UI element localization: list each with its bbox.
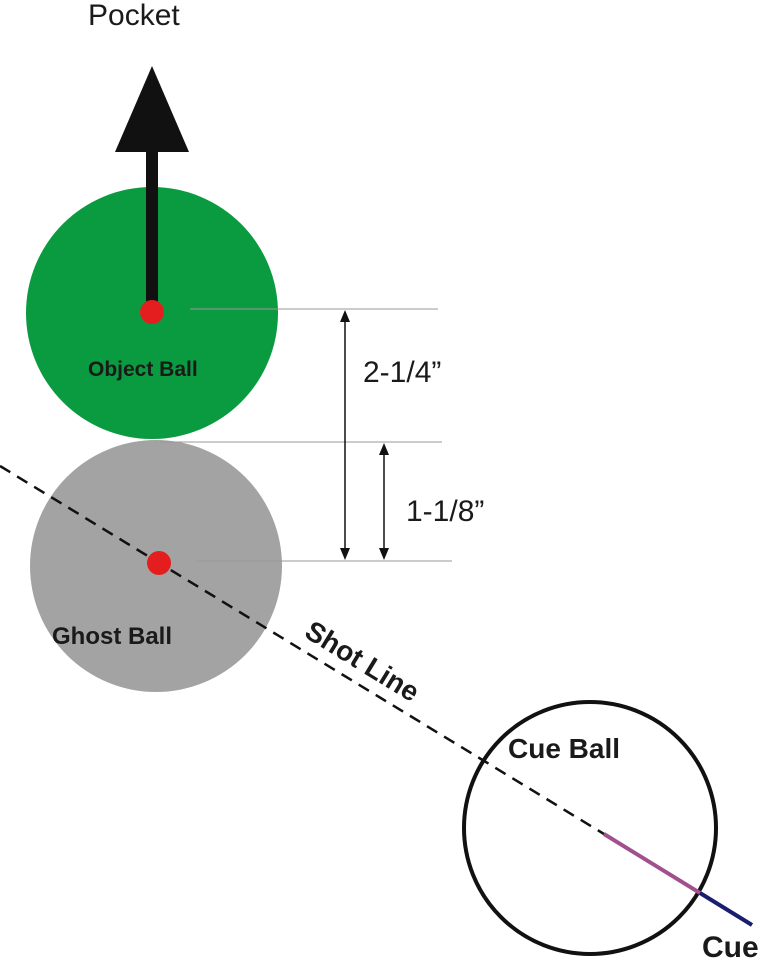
dimension-arrow-half [379, 443, 389, 560]
dimension-guides [160, 308, 452, 562]
dimension-half-label: 1-1/8” [406, 495, 484, 528]
dimension-arrow-full [340, 310, 350, 560]
shot-line [0, 464, 605, 836]
cue-ball-label: Cue Ball [508, 733, 620, 764]
cue-stick [602, 832, 754, 927]
pocket-label: Pocket [88, 0, 180, 32]
ghost-ball-center-dot [147, 551, 171, 575]
ghost-ball-label: Ghost Ball [52, 623, 172, 650]
object-ball-label: Object Ball [88, 358, 198, 381]
shot-line-label: Shot Line [300, 615, 425, 708]
cue-label: Cue [702, 931, 759, 964]
dimension-full-label: 2-1/4” [363, 356, 441, 389]
arrow-up-icon [115, 66, 189, 303]
cue-ball [462, 700, 718, 956]
object-ball-center-dot [140, 300, 164, 324]
